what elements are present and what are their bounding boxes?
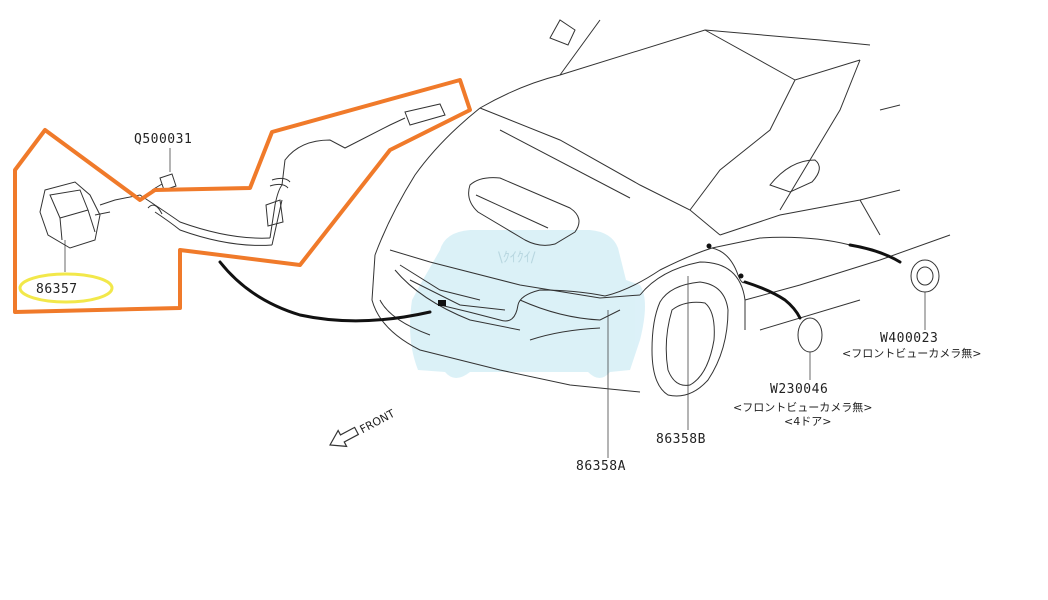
part-note-plug-small-1: <フロントビューカメラ無> — [733, 400, 872, 414]
highlight-outline — [13, 78, 472, 314]
front-label: FRONT — [358, 407, 398, 436]
camera-assembly — [39, 103, 446, 249]
watermark: \ｸｲｸｲ/ — [410, 230, 645, 378]
part-label-bolt: Q500031 — [134, 132, 192, 147]
bolt-shape — [151, 173, 177, 191]
plug-small-shape — [797, 317, 823, 353]
watermark-text: \ｸｲｸｲ/ — [498, 250, 536, 266]
part-note-plug-large: <フロントビューカメラ無> — [842, 346, 981, 360]
part-label-camera: 86357 — [36, 282, 78, 297]
front-direction: FRONT — [329, 407, 398, 448]
front-arrow-icon — [329, 426, 360, 448]
part-note-plug-small-2: <4ドア> — [784, 415, 831, 428]
harness-on-car — [218, 236, 902, 323]
part-label-plug-small: W230046 — [770, 382, 828, 397]
plug-large-shape — [910, 259, 940, 293]
part-number-circle — [18, 272, 114, 304]
part-label-harness-b: 86358B — [656, 432, 706, 447]
part-label-harness-a: 86358A — [576, 459, 626, 474]
part-label-plug-large: W400023 — [880, 331, 938, 346]
leader-lines — [64, 148, 926, 458]
car-outline — [371, 19, 951, 397]
